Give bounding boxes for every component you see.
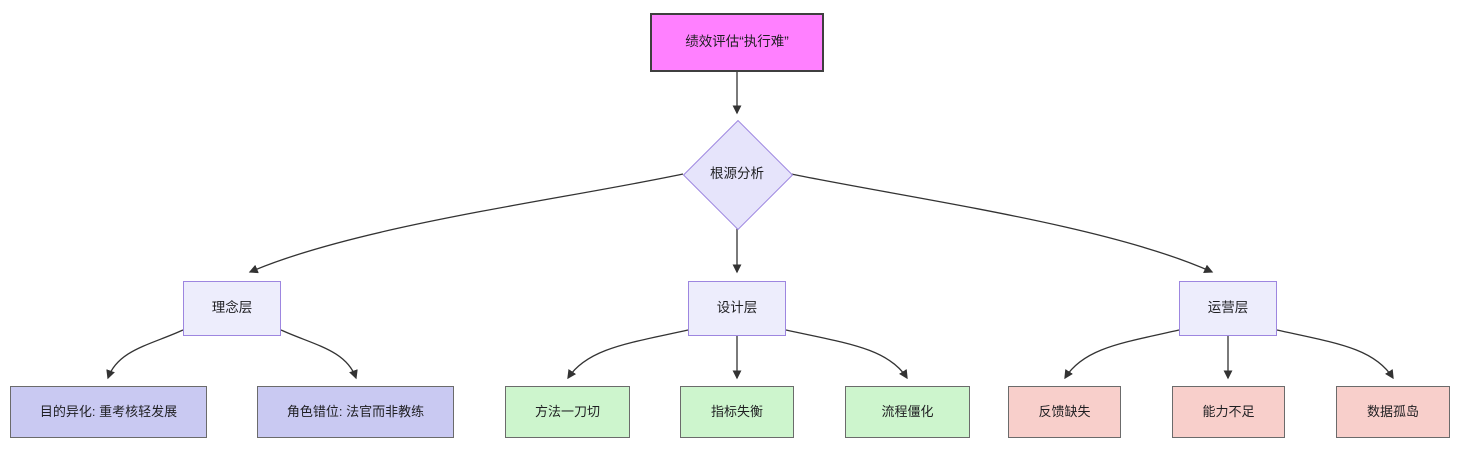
- edge-tier-concept-to-leaf-purpose-alienation: [106, 329, 184, 380]
- node-leaf-missing-feedback-label: 反馈缺失: [1038, 403, 1091, 419]
- diamond-shape-icon: [682, 119, 794, 231]
- node-leaf-rigid-process[interactable]: 流程僵化: [845, 386, 970, 438]
- node-tier-operation[interactable]: 运营层: [1179, 281, 1277, 336]
- node-leaf-data-silo[interactable]: 数据孤岛: [1336, 386, 1450, 438]
- edge-tier-operation-to-leaf-missing-feedback: [1064, 329, 1180, 380]
- node-leaf-role-mismatch[interactable]: 角色错位: 法官而非教练: [257, 386, 454, 438]
- node-root-label: 绩效评估“执行难”: [685, 34, 789, 50]
- edge-tier-concept-to-leaf-role-mismatch: [280, 329, 358, 380]
- edge-decision-to-tier-concept: [248, 173, 684, 274]
- node-leaf-one-size-fits-all-label: 方法一刀切: [534, 403, 600, 419]
- node-decision[interactable]: 根源分析: [682, 119, 794, 231]
- node-leaf-missing-feedback[interactable]: 反馈缺失: [1008, 386, 1121, 438]
- node-leaf-one-size-fits-all[interactable]: 方法一刀切: [505, 386, 630, 438]
- edge-tier-operation-to-leaf-data-silo: [1276, 329, 1394, 380]
- node-leaf-purpose-alienation[interactable]: 目的异化: 重考核轻发展: [10, 386, 207, 438]
- node-tier-design[interactable]: 设计层: [688, 281, 786, 336]
- node-leaf-metric-imbalance[interactable]: 指标失衡: [680, 386, 794, 438]
- node-root[interactable]: 绩效评估“执行难”: [650, 13, 824, 72]
- node-leaf-insufficient-capability-label: 能力不足: [1202, 403, 1255, 419]
- edge-tier-design-to-leaf-one-size-fits-all: [567, 329, 689, 380]
- edge-decision-to-tier-operation: [790, 173, 1214, 273]
- node-leaf-rigid-process-label: 流程僵化: [881, 403, 934, 419]
- node-leaf-insufficient-capability[interactable]: 能力不足: [1172, 386, 1285, 438]
- node-leaf-data-silo-label: 数据孤岛: [1366, 403, 1419, 419]
- node-leaf-metric-imbalance-label: 指标失衡: [710, 403, 763, 419]
- node-leaf-role-mismatch-label: 角色错位: 法官而非教练: [286, 403, 425, 419]
- node-leaf-purpose-alienation-label: 目的异化: 重考核轻发展: [39, 403, 178, 419]
- node-tier-operation-label: 运营层: [1207, 300, 1249, 316]
- node-tier-concept-label: 理念层: [211, 300, 253, 316]
- node-tier-concept[interactable]: 理念层: [183, 281, 281, 336]
- node-tier-design-label: 设计层: [716, 300, 758, 316]
- edge-tier-design-to-leaf-rigid-process: [785, 329, 908, 380]
